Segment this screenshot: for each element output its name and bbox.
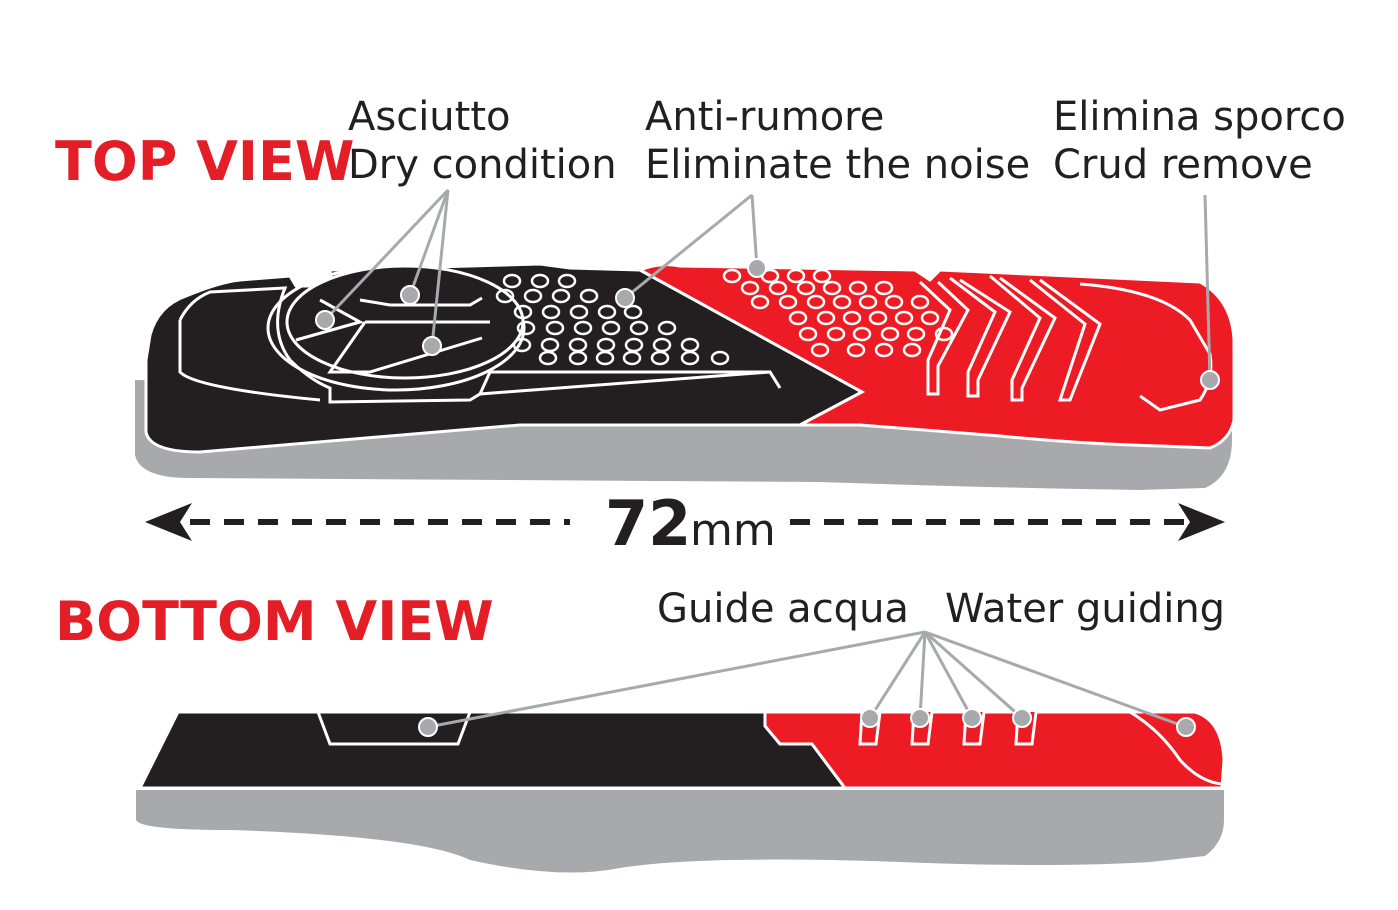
hole <box>826 326 846 342</box>
hole <box>798 326 818 342</box>
hole <box>657 320 677 336</box>
dimension-unit: mm <box>690 505 776 556</box>
hole <box>623 304 643 320</box>
hole <box>786 268 806 284</box>
hole <box>597 304 617 320</box>
hole <box>650 350 670 366</box>
noise-holes-black <box>495 273 730 366</box>
dry-condition-disk <box>266 264 526 392</box>
hole <box>541 304 561 320</box>
hole <box>868 310 888 326</box>
hole <box>902 342 922 358</box>
bottom-pad-details <box>316 710 1223 786</box>
hole <box>810 342 830 358</box>
hole <box>934 326 954 342</box>
callout-noise: Anti-rumore Eliminate the noise <box>645 94 1030 188</box>
dimension-arrow: 72 mm <box>145 487 1225 560</box>
hole <box>832 294 852 310</box>
hole <box>894 310 914 326</box>
hole <box>545 320 565 336</box>
hole <box>568 350 588 366</box>
noise-holes-red <box>722 268 954 358</box>
bottom-pad-shadow <box>136 790 1224 873</box>
hole <box>812 268 832 284</box>
hole <box>512 337 532 353</box>
arrow-head-left <box>145 503 192 541</box>
top-view-title: TOP VIEW <box>55 130 354 193</box>
hole <box>910 294 930 310</box>
hole <box>920 310 940 326</box>
callout-noise-line-1: Anti-rumore <box>645 94 884 140</box>
bottom-leader-dots <box>418 708 1196 737</box>
hole <box>551 288 571 304</box>
hole <box>495 288 515 304</box>
top-pad-red <box>636 263 1236 450</box>
hole <box>858 294 878 310</box>
hole <box>601 320 621 336</box>
top-leader-dots <box>315 258 1220 390</box>
hole <box>629 320 649 336</box>
callout-crud-line-2: Crud remove <box>1053 142 1313 188</box>
hole <box>806 294 826 310</box>
hole <box>722 268 742 284</box>
callout-guide-acqua: Guide acqua <box>657 586 909 632</box>
chevron-grooves <box>918 274 1213 412</box>
hole <box>816 310 836 326</box>
hole <box>846 342 866 358</box>
callout-crud: Elimina sporco Crud remove <box>1053 94 1346 188</box>
hole <box>740 280 760 296</box>
hole <box>530 273 550 289</box>
hole <box>778 294 798 310</box>
hole <box>750 294 770 310</box>
bottom-view-title: BOTTOM VIEW <box>55 590 494 653</box>
hole <box>822 280 842 296</box>
hole <box>622 350 642 366</box>
hole <box>852 326 872 342</box>
hole <box>874 342 894 358</box>
callout-dry-line-1: Asciutto <box>348 94 511 140</box>
hole <box>523 288 543 304</box>
callout-crud-line-1: Elimina sporco <box>1053 94 1346 140</box>
hole <box>842 310 862 326</box>
hole <box>502 273 522 289</box>
hole <box>848 280 868 296</box>
hole <box>880 326 900 342</box>
callout-dry-line-2: Dry condition <box>348 142 617 188</box>
callout-noise-line-2: Eliminate the noise <box>645 142 1030 188</box>
bottom-pad-red <box>763 710 1226 790</box>
hole <box>710 350 730 366</box>
hole <box>513 304 533 320</box>
hole <box>874 280 894 296</box>
hole <box>788 310 808 326</box>
top-pad-black-details <box>178 286 782 404</box>
bottom-pad-black <box>137 710 848 790</box>
arrow-head-right <box>1178 503 1225 541</box>
hole <box>557 273 577 289</box>
callout-water-guiding: Water guiding <box>945 586 1225 632</box>
hole <box>516 320 536 336</box>
hole <box>680 350 700 366</box>
hole <box>595 350 615 366</box>
hole <box>573 320 593 336</box>
hole <box>579 288 599 304</box>
hole <box>538 350 558 366</box>
hole <box>906 326 926 342</box>
hole <box>884 294 904 310</box>
callout-dry-condition: Asciutto Dry condition <box>348 94 617 188</box>
bottom-leader-lines <box>427 630 1187 729</box>
hole <box>796 280 816 296</box>
dimension-value: 72 <box>605 487 691 560</box>
hole <box>768 280 788 296</box>
top-leader-lines <box>323 188 1212 381</box>
hole <box>569 304 589 320</box>
